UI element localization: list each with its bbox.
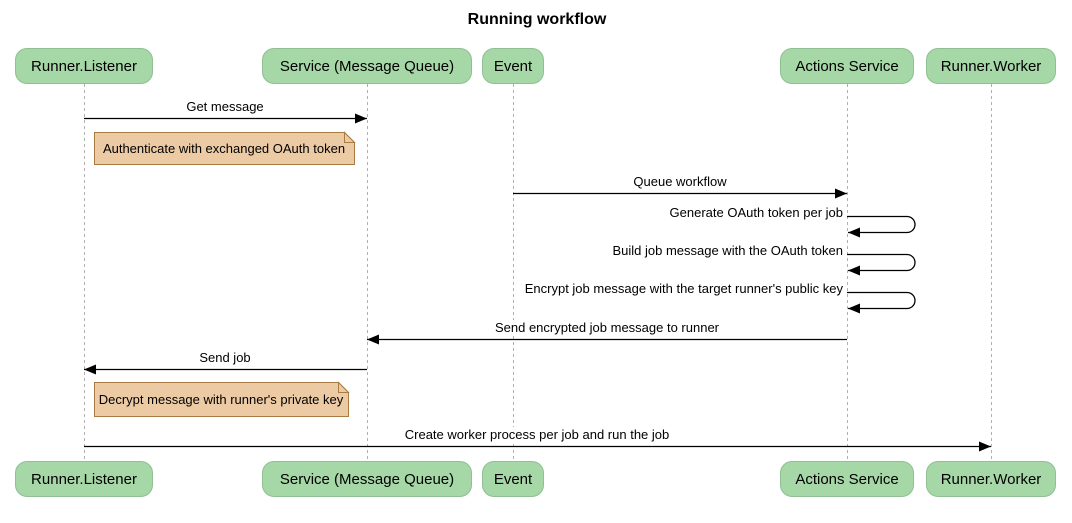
message-label-generate-oauth-token: Generate OAuth token per job	[669, 205, 843, 220]
participant-label: Event	[493, 57, 533, 75]
note-authenticate: Authenticate with exchanged OAuth token	[102, 140, 346, 156]
note-authenticate-shape	[94, 131, 356, 165]
participant-label: Actions Service	[795, 470, 899, 488]
self-loop-generate-oauth-token	[847, 215, 916, 238]
message-label-queue-workflow: Queue workflow	[630, 174, 730, 190]
participant-label: Runner.Worker	[940, 57, 1042, 75]
self-loop-build-job-message	[847, 253, 916, 276]
participant-label: Runner.Listener	[31, 57, 137, 75]
participant-runner-worker-bottom: Runner.Worker	[926, 461, 1056, 497]
participant-event-bottom: Event	[482, 461, 544, 497]
participant-runner-worker-top: Runner.Worker	[926, 48, 1056, 84]
message-label-encrypt-job-message: Encrypt job message with the target runn…	[524, 281, 843, 296]
participant-label: Service (Message Queue)	[279, 57, 455, 75]
participant-runner-listener-top: Runner.Listener	[15, 48, 153, 84]
message-label-get-message: Get message	[183, 99, 267, 115]
participant-label: Runner.Worker	[940, 470, 1042, 488]
message-label-create-worker-process: Create worker process per job and run th…	[401, 427, 673, 443]
note-decrypt-shape	[94, 381, 350, 417]
participant-service-message-queue-bottom: Service (Message Queue)	[262, 461, 472, 497]
participant-actions-service-top: Actions Service	[780, 48, 914, 84]
participant-service-message-queue-top: Service (Message Queue)	[262, 48, 472, 84]
participant-event-top: Event	[482, 48, 544, 84]
participant-label: Runner.Listener	[31, 470, 137, 488]
participant-runner-listener-bottom: Runner.Listener	[15, 461, 153, 497]
note-decrypt: Decrypt message with runner's private ke…	[98, 391, 344, 407]
participant-label: Actions Service	[795, 57, 899, 75]
participant-label: Service (Message Queue)	[279, 470, 455, 488]
participant-label: Event	[493, 470, 533, 488]
self-loop-encrypt-job-message	[847, 291, 916, 314]
diagram-title: Running workflow	[467, 11, 607, 28]
message-label-send-job: Send job	[196, 350, 254, 366]
message-label-send-encrypted-job-message: Send encrypted job message to runner	[491, 320, 723, 336]
participant-actions-service-bottom: Actions Service	[780, 461, 914, 497]
message-label-build-job-message: Build job message with the OAuth token	[612, 243, 843, 258]
